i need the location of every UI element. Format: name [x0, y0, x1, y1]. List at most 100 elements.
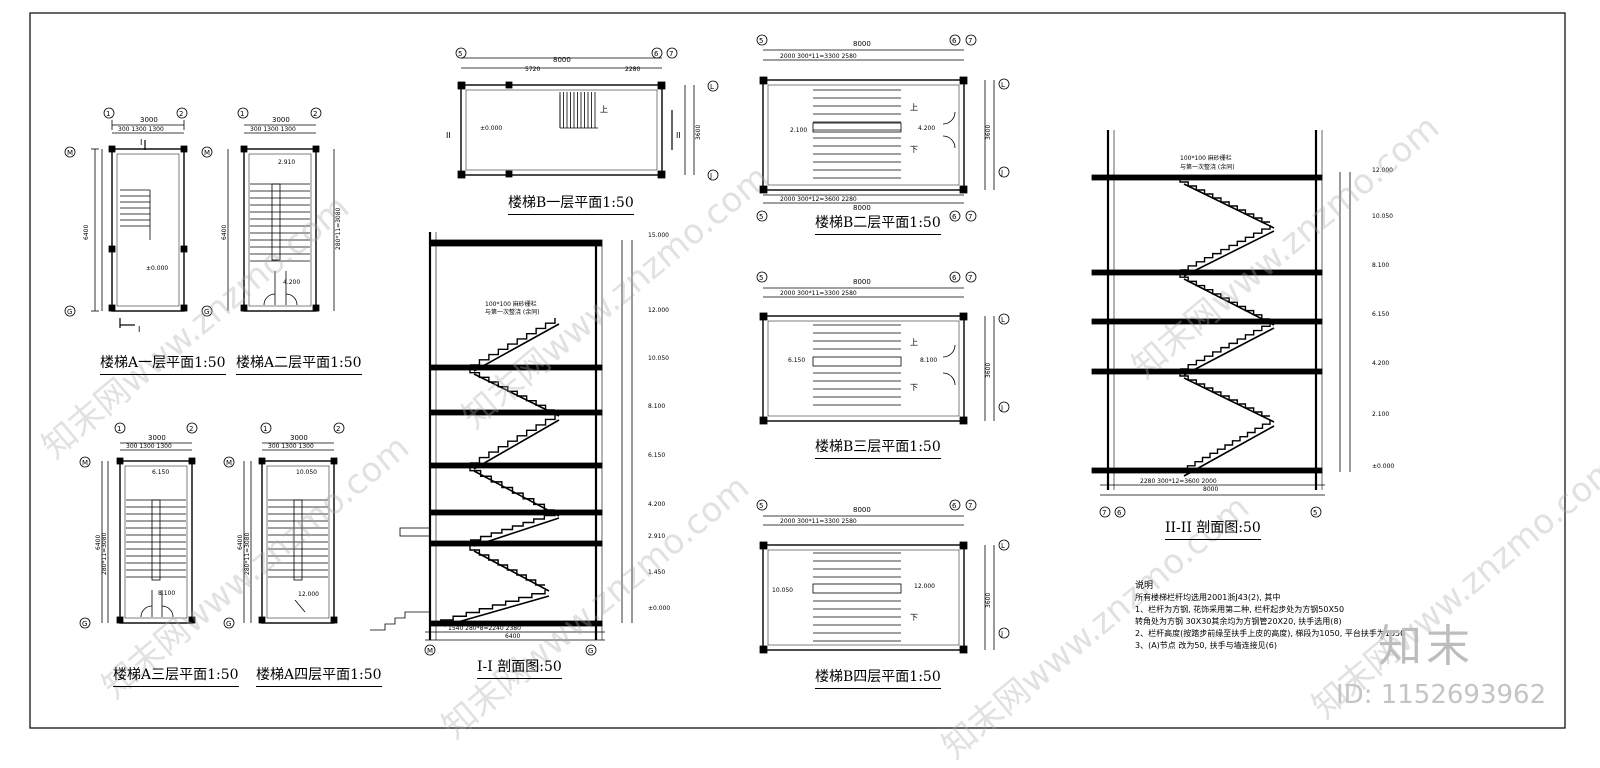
- dim-text: 280*11=3080: [101, 532, 108, 575]
- level-mark: 8.100: [158, 590, 175, 597]
- notes-block: 说明 所有楼梯栏杆均选用2001浙J43(2), 其中 1、栏杆为方钢, 花饰采…: [1135, 580, 1415, 652]
- level-mark: 2.100: [790, 127, 807, 134]
- axis-label: 5: [759, 213, 763, 221]
- railing-note: 100*100 麻砂栅栏: [485, 300, 537, 308]
- section-i-i: [370, 232, 633, 656]
- dim-text: 8000: [1203, 486, 1218, 493]
- axis-label: J: [1000, 404, 1003, 412]
- axis-label: J: [1000, 169, 1003, 177]
- level-mark: 12.000: [914, 583, 935, 590]
- axis-label: M: [226, 459, 232, 467]
- axis-label: 5: [458, 50, 462, 58]
- down-label: 下: [910, 145, 918, 154]
- dim-text: 300 1300 1300: [268, 443, 314, 450]
- level-mark: ±0.000: [648, 605, 670, 612]
- dim-text: 3000: [290, 434, 308, 442]
- title-section-ii: II-II 剖面图:50: [1165, 517, 1261, 540]
- dim-text: 6400: [95, 535, 102, 550]
- axis-label: 7: [669, 50, 673, 58]
- axis-label: 6: [952, 37, 957, 45]
- stair-slab: [1183, 183, 1275, 229]
- level-mark: 2.100: [1372, 411, 1389, 418]
- up-label: 上: [910, 103, 918, 112]
- title-stair-a-floor3: 楼梯A三层平面1:50: [113, 664, 239, 687]
- stair-slab: [473, 323, 560, 372]
- railing-note: 与第一次整浇 (余同): [485, 308, 540, 316]
- stair-slab: [1183, 278, 1275, 326]
- stair-slab: [1183, 425, 1275, 477]
- level-mark: 4.200: [283, 279, 300, 286]
- level-mark: 10.050: [296, 469, 317, 476]
- section-mark: I: [138, 325, 140, 334]
- level-mark: 12.000: [1372, 167, 1393, 174]
- image-id: ID: 1152693962: [1336, 680, 1547, 710]
- axis-label: G: [588, 647, 593, 655]
- stair-slab: [473, 419, 560, 470]
- dim-text: 8000: [853, 278, 871, 286]
- notes-line: 1、栏杆为方钢, 花饰采用第二种, 栏杆起步处为方钢50X50: [1135, 605, 1345, 614]
- level-mark: 12.000: [648, 307, 669, 314]
- title-stair-b-floor3: 楼梯B三层平面1:50: [815, 436, 941, 459]
- level-mark: 8.100: [1372, 262, 1389, 269]
- stair-slab: [1183, 377, 1275, 423]
- level-mark: ±0.000: [1372, 463, 1394, 470]
- dim-text: 2280: [625, 66, 640, 73]
- stair-b-floor1-plan: [455, 47, 719, 181]
- dim-text: 5720: [525, 66, 540, 73]
- axis-label: 6: [1117, 509, 1122, 517]
- stair-flight: [470, 512, 556, 541]
- axis-label: G: [226, 620, 231, 628]
- axis-label: 5: [759, 37, 763, 45]
- level-mark: 4.200: [648, 501, 665, 508]
- level-mark: 8.100: [920, 357, 937, 364]
- dim-text: 2000 300*11=3300 2580: [780, 53, 857, 60]
- dim-text: 2000 300*11=3300 2580: [780, 518, 857, 525]
- stair-b-floor2-plan: [756, 34, 1010, 222]
- level-mark: 6.150: [648, 452, 665, 459]
- axis-label: 7: [1102, 509, 1106, 517]
- stair-slab: [473, 373, 560, 417]
- level-mark: 2.910: [648, 533, 665, 540]
- axis-label: M: [67, 149, 73, 157]
- level-mark: 6.150: [152, 469, 169, 476]
- axis-label: 5: [759, 502, 763, 510]
- dim-text: 8000: [853, 204, 871, 212]
- stair-slab: [443, 595, 550, 627]
- axis-label: 6: [952, 213, 957, 221]
- dim-text: 3600: [695, 125, 702, 140]
- railing-note: 与第一次整浇 (余同): [1180, 163, 1235, 171]
- section-mark: II: [676, 131, 681, 140]
- axis-label: 1: [263, 425, 267, 433]
- axis-label: J: [709, 172, 712, 180]
- title-stair-a-floor2: 楼梯A二层平面1:50: [236, 352, 362, 375]
- axis-label: 1: [106, 110, 110, 118]
- axis-label: 6: [952, 502, 957, 510]
- axis-label: 7: [968, 274, 972, 282]
- axis-label: 6: [654, 50, 659, 58]
- level-mark: 10.050: [648, 355, 669, 362]
- axis-label: 2: [179, 110, 183, 118]
- dim-text: 8000: [553, 56, 571, 64]
- level-mark: 12.000: [298, 591, 319, 598]
- section-mark: II: [446, 131, 451, 140]
- stair-a-floor1-plan: [64, 107, 188, 328]
- title-stair-a-floor1: 楼梯A一层平面1:50: [100, 352, 226, 375]
- dim-text: 8000: [853, 506, 871, 514]
- stair-flight: [470, 318, 556, 366]
- level-mark: 10.050: [772, 587, 793, 594]
- notes-heading: 说明: [1135, 581, 1154, 591]
- level-mark: 15.000: [648, 232, 669, 239]
- dim-text: 2000 300*12=3600 2280: [780, 196, 857, 203]
- axis-label: G: [67, 308, 72, 316]
- axis-label: 2: [336, 425, 340, 433]
- notes-line: 转角处为方钢 30X30其余均为方钢管20X20, 扶手选用(8): [1135, 617, 1342, 626]
- level-mark: 10.050: [1372, 213, 1393, 220]
- axis-label: 7: [968, 213, 972, 221]
- dim-text: 2000 300*11=3300 2580: [780, 290, 857, 297]
- dim-text: 6400: [237, 535, 244, 550]
- axis-label: 2: [313, 110, 317, 118]
- level-mark: 4.200: [1372, 360, 1389, 367]
- axis-label: 1: [117, 425, 121, 433]
